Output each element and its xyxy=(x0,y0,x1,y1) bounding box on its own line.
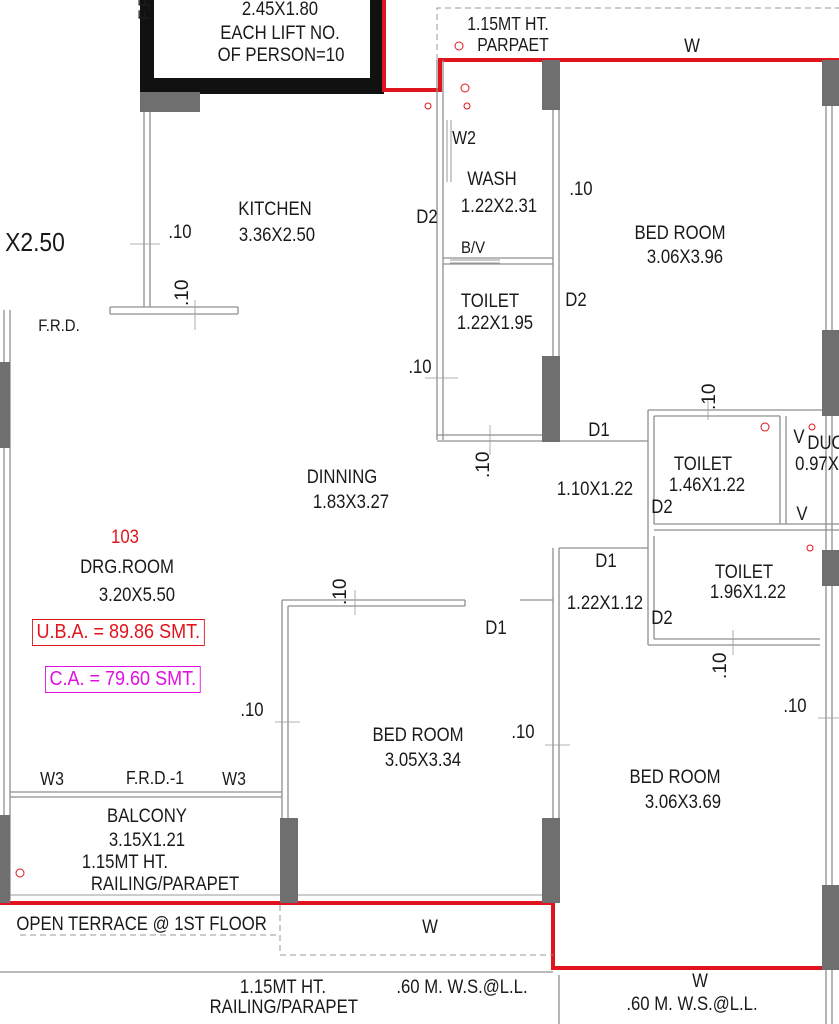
frd-label: F.R.D. xyxy=(38,316,80,335)
wash-size: 1.22X2.31 xyxy=(460,196,538,217)
door-d1-c: D1 xyxy=(485,618,507,639)
duct-name: DUC xyxy=(807,433,839,454)
lift-door-slab xyxy=(140,92,200,112)
balcony-name: BALCONY xyxy=(107,806,187,827)
kitchen-size: 3.36X2.50 xyxy=(238,225,316,246)
balcony-size: 3.15X1.21 xyxy=(108,830,186,851)
wall-mark-2: .10 xyxy=(172,279,193,306)
dashed-outlines xyxy=(20,7,839,956)
wall-mark-3: .10 xyxy=(569,179,593,200)
railing-bottom-line1: 1.15MT HT. xyxy=(239,977,327,998)
wall-mark-5: .10 xyxy=(473,451,494,478)
passage-size-1: 1.10X1.22 xyxy=(556,479,634,500)
window-bottom-label: W xyxy=(422,917,438,938)
door-d2-toilet1: D2 xyxy=(565,290,587,311)
toilet3-name: TOILET xyxy=(714,562,774,583)
ca-area: C.A. = 79.60 SMT. xyxy=(45,666,201,693)
door-d2-toilet2: D2 xyxy=(651,497,673,518)
door-d1-b: D1 xyxy=(595,551,617,572)
bedroom-top-size: 3.06X3.96 xyxy=(646,247,724,268)
window-w2-label: W2 xyxy=(452,128,476,148)
bedroom-right-size: 3.06X3.69 xyxy=(644,792,722,813)
door-d1-a: D1 xyxy=(588,420,610,441)
window-top-label: W xyxy=(684,36,700,57)
bedroom-right-name: BED ROOM xyxy=(629,767,721,788)
lift-fr-label: F.R xyxy=(135,0,154,20)
wall-mark-10: .10 xyxy=(511,722,535,743)
parapet-top-line2: PARPAET xyxy=(477,35,549,55)
toilet2-name: TOILET xyxy=(673,454,733,475)
kitchen-name: KITCHEN xyxy=(238,199,312,220)
railing-balcony-line2: RAILING/PARAPET xyxy=(90,874,240,895)
duct-size: 0.97X xyxy=(795,454,839,475)
wall-mark-11: .10 xyxy=(783,696,807,717)
columns xyxy=(0,60,839,970)
water-storage-2: .60 M. W.S.@L.L. xyxy=(626,994,758,1015)
lift-line1: EACH LIFT NO. xyxy=(220,23,340,44)
unit-number: 103 xyxy=(111,527,139,548)
dining-name: DINNING xyxy=(306,467,378,488)
drawing-room-size: 3.20X5.50 xyxy=(98,585,176,606)
parapet-top-line1: 1.15MT HT. xyxy=(467,14,549,34)
wall-mark-8: .10 xyxy=(330,578,351,605)
left-room-dimension: X2.50 xyxy=(5,227,65,257)
door-d2-wash: D2 xyxy=(416,207,438,228)
interior-walls xyxy=(0,60,839,1024)
railing-bottom-line2: RAILING/PARAPET xyxy=(209,997,358,1018)
door-d2-toilet3: D2 xyxy=(651,608,673,629)
dining-size: 1.83X3.27 xyxy=(312,492,390,513)
wall-mark-6: .10 xyxy=(699,383,720,410)
lift-size: 2.45X1.80 xyxy=(241,0,319,20)
open-terrace-label: OPEN TERRACE @ 1ST FLOOR xyxy=(16,914,267,935)
lift-shaft-walls xyxy=(140,0,384,94)
window-bottom-right-label: W xyxy=(692,971,708,992)
wall-mark-4: .10 xyxy=(408,357,432,378)
bedroom-top-name: BED ROOM xyxy=(634,223,726,244)
wall-mark-1: .10 xyxy=(168,222,192,243)
window-lines xyxy=(0,120,553,896)
toilet2-size: 1.46X1.22 xyxy=(668,475,746,496)
bedroom-mid-name: BED ROOM xyxy=(372,725,464,746)
wall-mark-9: .10 xyxy=(240,700,264,721)
bedroom-mid-size: 3.05X3.34 xyxy=(384,750,462,771)
railing-balcony-line1: 1.15MT HT. xyxy=(81,852,169,873)
toilet1-size: 1.22X1.95 xyxy=(456,313,534,334)
vent-label-2: V xyxy=(796,504,808,525)
uba-area: U.B.A. = 89.86 SMT. xyxy=(32,619,205,646)
vent-label-1: V xyxy=(793,427,805,448)
toilet1-name: TOILET xyxy=(460,291,520,312)
fixture-symbols xyxy=(15,41,816,878)
toilet3-size: 1.96X1.22 xyxy=(709,582,787,603)
frd1-label: F.R.D.-1 xyxy=(125,768,185,788)
passage-size-2: 1.22X1.12 xyxy=(566,593,644,614)
dimension-ticks xyxy=(130,243,839,746)
window-w3-a: W3 xyxy=(40,769,64,789)
wall-mark-7: .10 xyxy=(710,652,731,679)
bv-label: B/V xyxy=(460,238,486,257)
wash-name: WASH xyxy=(467,169,517,190)
lift-line2: OF PERSON=10 xyxy=(217,45,345,66)
drawing-room-name: DRG.ROOM xyxy=(80,557,174,578)
window-w3-b: W3 xyxy=(222,769,246,789)
water-storage-1: .60 M. W.S.@L.L. xyxy=(396,977,528,998)
terrace-red-lines xyxy=(0,0,839,970)
